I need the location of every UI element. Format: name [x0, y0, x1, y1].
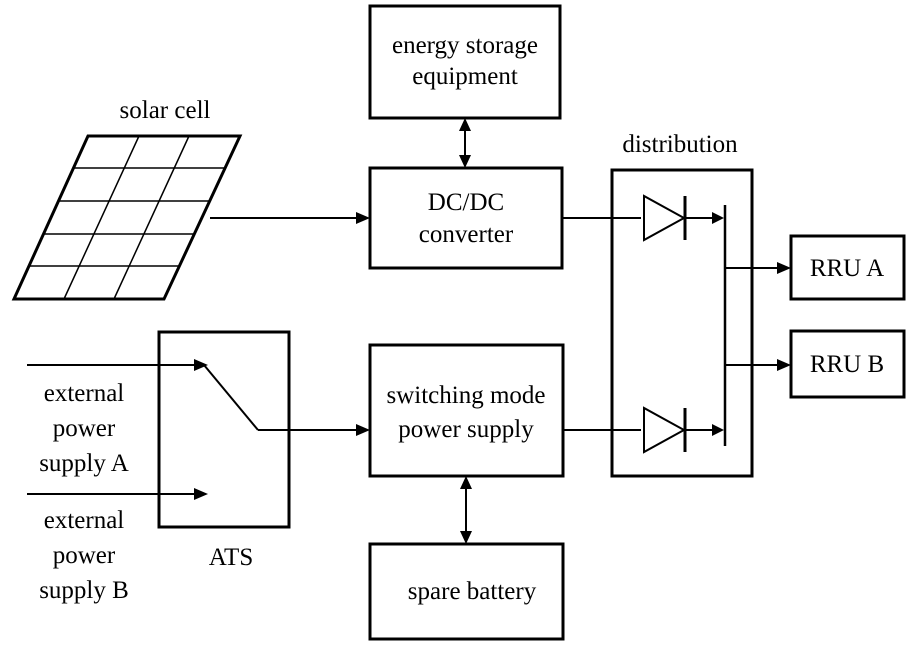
storage-dcdc-arrow — [459, 118, 471, 168]
diode2-arrowhead — [712, 424, 724, 436]
dcdc-label-line1: DC/DC — [428, 189, 504, 216]
energy-storage-box — [368, 4, 562, 120]
ext-a-label-line3: supply A — [39, 450, 129, 477]
ext-b-label-line1: external — [44, 507, 125, 534]
ext-b-arrow — [27, 488, 208, 500]
smps-box — [368, 343, 565, 478]
smps-label-line2: power supply — [398, 416, 534, 443]
solar-to-dcdc-arrow — [210, 212, 370, 224]
rru-b-label: RRU B — [810, 351, 884, 378]
switch-icon — [203, 364, 259, 431]
ats-to-smps-arrow — [258, 424, 370, 436]
dcdc-label-line2: converter — [419, 221, 514, 248]
ext-b-label-line2: power — [53, 542, 116, 569]
rru-a-box — [789, 234, 906, 301]
smps-label-line1: switching mode — [386, 382, 545, 409]
ext-b-label-line3: supply B — [39, 577, 129, 604]
ext-a-label-line1: external — [44, 380, 125, 407]
rru-b-box — [789, 329, 906, 399]
ats-label: ATS — [209, 544, 253, 571]
distribution-label: distribution — [622, 131, 738, 158]
dcdc-converter-box — [368, 166, 564, 270]
solar-cell-label: solar cell — [120, 97, 211, 124]
distribution-box — [610, 168, 754, 478]
bus-to-rru-b-arrow — [725, 359, 791, 371]
spare-battery-box — [368, 542, 565, 641]
ext-a-label-line2: power — [53, 415, 116, 442]
ext-a-arrow — [27, 359, 208, 371]
rru-a-label: RRU A — [810, 255, 884, 282]
energy-storage-label-line2: equipment — [412, 63, 518, 90]
solar-panel-icon — [11, 134, 243, 301]
bus-to-rru-a-arrow — [725, 262, 791, 274]
spare-battery-label: spare battery — [408, 578, 537, 605]
diode1-arrowhead — [712, 212, 724, 224]
smps-battery-arrow — [460, 476, 472, 544]
energy-storage-label-line1: energy storage — [392, 32, 538, 59]
